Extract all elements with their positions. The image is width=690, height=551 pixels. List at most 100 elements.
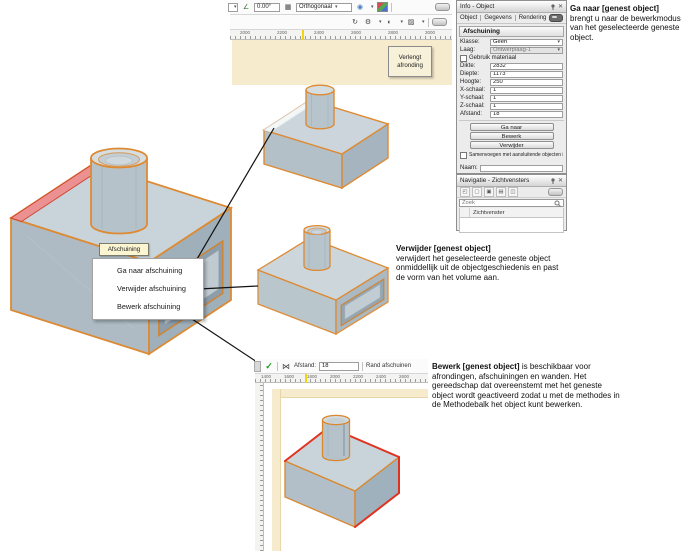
page-border-top xyxy=(272,389,428,398)
palette-title: Info - Object xyxy=(460,3,495,10)
chevron-down-icon: ▾ xyxy=(557,46,560,53)
close-icon[interactable]: ✕ xyxy=(557,177,563,184)
top-screenshot-fragment: ▾ ∠ 0.00° ▦ Orthogonaal ▾ ◉ ▾ ↻ ⚙ ▾ ◐ ▾ … xyxy=(228,0,456,85)
cut-tool-icon xyxy=(254,360,261,372)
nav-mode-icon-3[interactable]: ▣ xyxy=(484,187,494,197)
dikte-input[interactable] xyxy=(490,62,563,70)
hoogte-label: Hoogte: xyxy=(460,79,482,85)
annotation-edit: Bewerk [genest object] is beschikbaar vo… xyxy=(432,362,620,410)
annotation-remove: Verwijder [genest object]verwijdert het … xyxy=(396,244,559,282)
context-menu: Ga naar afschuining Verwijder afschuinin… xyxy=(92,258,204,320)
palette-title-bar[interactable]: Navigatie - Zichtvensters ✕ xyxy=(457,175,566,187)
cut-dropdown[interactable]: ▾ xyxy=(228,2,238,12)
navigation-palette: Navigatie - Zichtvensters ✕ ◰ ▢ ▣ ▤ ◫ Zi… xyxy=(456,174,567,233)
tab-rendering[interactable]: Rendering xyxy=(514,15,546,21)
chevron-down-icon[interactable]: ▾ xyxy=(371,3,374,10)
afstand-input[interactable] xyxy=(490,110,563,118)
render-mode-icon[interactable]: ◉ xyxy=(356,4,364,11)
nav-mode-icon-4[interactable]: ▤ xyxy=(496,187,506,197)
projection-select[interactable]: Orthogonaal ▾ xyxy=(296,2,352,12)
diepte-label: Diepte: xyxy=(460,71,480,77)
view-bar: ▾ ∠ 0.00° ▦ Orthogonaal ▾ ◉ ▾ xyxy=(228,0,452,15)
nav-mode-icon-1[interactable]: ◰ xyxy=(460,187,470,197)
clip-cube-icon[interactable]: ▨ xyxy=(407,19,415,26)
laag-label: Laag: xyxy=(460,47,476,53)
chamfer-mode-icon[interactable]: ⋈ xyxy=(282,361,290,371)
chevron-down-icon[interactable]: ▾ xyxy=(400,18,404,25)
y-schaal-label: Y-schaal: xyxy=(460,95,485,101)
grid-icon[interactable]: ▦ xyxy=(284,4,292,11)
info-object-palette: Info - Object ✕ Object Gegevens Renderin… xyxy=(456,0,567,174)
cylinder-body xyxy=(90,158,148,235)
chevron-down-icon[interactable]: ▾ xyxy=(379,18,382,25)
menu-item-go-to-chamfer[interactable]: Ga naar afschuining xyxy=(117,266,183,275)
pin-icon[interactable] xyxy=(550,3,556,10)
menu-item-remove-chamfer[interactable]: Verwijder afschuining xyxy=(117,284,186,293)
search-field[interactable] xyxy=(459,199,564,207)
collapse-toolbar-button[interactable] xyxy=(435,3,450,11)
distance-input[interactable] xyxy=(319,361,360,371)
flyover-tool-icon[interactable]: ↻ xyxy=(352,19,358,26)
search-input[interactable] xyxy=(462,200,554,206)
go-to-button[interactable]: Ga naar xyxy=(469,123,554,131)
annotation-go-to: Ga naar [genest object]brengt u naar de … xyxy=(570,4,681,42)
oip-toggle-button[interactable] xyxy=(549,14,563,22)
tab-gegevens[interactable]: Gegevens xyxy=(480,15,512,21)
merge-checkbox[interactable] xyxy=(460,151,467,159)
solid-view-edit[interactable] xyxy=(281,403,403,531)
gear-icon[interactable]: ⚙ xyxy=(364,19,372,26)
render-style-icon[interactable]: ◐ xyxy=(387,18,392,26)
dikte-label: Dikte: xyxy=(460,63,476,69)
klasse-select[interactable]: Geen▾ xyxy=(490,38,563,46)
selected-edge-red xyxy=(354,456,400,528)
solid-view-goto[interactable] xyxy=(260,78,392,192)
merge-checkbox-label: Samenvoegen met aansluitende objecten in… xyxy=(469,152,563,158)
chevron-down-icon: ▾ xyxy=(557,38,560,45)
extend-fillet-tooltip: Verlengt afronding xyxy=(388,46,432,77)
solid-view-remove[interactable] xyxy=(254,216,392,338)
palette-title-bar[interactable]: Info - Object ✕ xyxy=(457,1,566,13)
tab-object[interactable]: Object xyxy=(460,15,478,21)
confirm-check-icon[interactable]: ✓ xyxy=(265,360,273,371)
view-tools-bar: ↻ ⚙ ▾ ◐ ▾ ▨ ▾ xyxy=(230,15,452,30)
navigation-toolbar: ◰ ▢ ▣ ▤ ◫ xyxy=(457,187,566,198)
viewport-list[interactable] xyxy=(459,218,564,233)
z-schaal-label: Z-schaal: xyxy=(460,103,485,109)
hoogte-input[interactable] xyxy=(490,78,563,86)
nav-mode-icon-2[interactable]: ▢ xyxy=(472,187,482,197)
naam-input[interactable] xyxy=(480,164,563,172)
chevron-down-icon[interactable]: ▾ xyxy=(422,18,425,25)
nav-mode-icon-5[interactable]: ◫ xyxy=(508,187,518,197)
horizontal-ruler: 1400 1600 1800 2000 2200 2400 2600 xyxy=(255,374,428,383)
search-icon xyxy=(554,200,561,207)
use-material-checkbox[interactable] xyxy=(460,54,467,62)
edit-button[interactable]: Bewerk xyxy=(469,132,554,140)
klasse-label: Klasse: xyxy=(460,39,480,45)
x-schaal-input[interactable] xyxy=(490,86,563,94)
bottom-screenshot-fragment: ✓ ⋈ Afstand: Rand afschuinen 1400 1600 1… xyxy=(254,355,428,551)
palette-title: Navigatie - Zichtvensters xyxy=(460,177,530,184)
z-schaal-input[interactable] xyxy=(490,102,563,110)
close-icon[interactable]: ✕ xyxy=(557,3,563,10)
pin-icon[interactable] xyxy=(550,177,556,184)
use-material-label: Gebruik materiaal xyxy=(469,55,517,61)
menu-item-edit-chamfer[interactable]: Bewerk afschuining xyxy=(117,302,181,311)
ruler-cursor-marker xyxy=(302,30,304,40)
color-palette-icon[interactable] xyxy=(376,2,388,12)
mode-label: Rand afschuinen xyxy=(366,363,412,369)
remove-button[interactable]: Verwijder xyxy=(469,141,554,149)
viewport-column-header[interactable]: Zichtvenster xyxy=(459,208,564,218)
naam-label: Naam: xyxy=(460,165,478,171)
diepte-input[interactable] xyxy=(490,70,563,78)
y-schaal-input[interactable] xyxy=(490,94,563,102)
object-data-tag: Afschuining xyxy=(99,243,149,256)
horizontal-ruler: 2000 2200 2400 2600 2800 3000 xyxy=(230,30,452,40)
collapse-toolbar-button[interactable] xyxy=(431,18,447,26)
angle-input[interactable]: 0.00° xyxy=(254,2,280,12)
vertical-ruler xyxy=(255,383,264,551)
laag-select[interactable]: Ontwerplaag-1▾ xyxy=(490,46,563,54)
rotation-angle-icon: ∠ xyxy=(242,4,250,11)
object-type-header: Afschuining xyxy=(459,26,564,37)
collapse-toolbar-button[interactable] xyxy=(548,188,563,196)
